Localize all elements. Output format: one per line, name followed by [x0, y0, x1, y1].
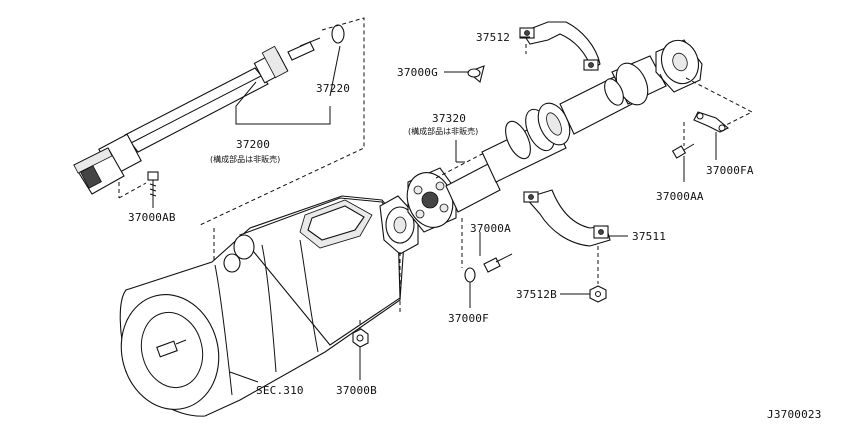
support-bracket-37511[interactable] — [523, 189, 611, 247]
washer-37000F[interactable] — [464, 267, 476, 283]
label-37512[interactable]: 37512 — [476, 31, 510, 44]
label-sec310[interactable]: SEC.310 — [256, 384, 304, 397]
label-37000G[interactable]: 37000G — [397, 66, 438, 79]
transmission-sec310[interactable] — [109, 195, 419, 420]
label-37220[interactable]: 37220 — [316, 82, 350, 95]
nut-37512B[interactable] — [589, 285, 607, 303]
label-37000AA[interactable]: 37000AA — [656, 190, 704, 203]
label-37000F[interactable]: 37000F — [448, 312, 489, 325]
label-37512B[interactable]: 37512B — [516, 288, 557, 301]
center-bearing-bracket-37512[interactable] — [519, 21, 601, 71]
label-37000B[interactable]: 37000B — [336, 384, 377, 397]
diagram-id: J3700023 — [767, 408, 822, 421]
label-37511[interactable]: 37511 — [632, 230, 666, 243]
label-37000FA[interactable]: 37000FA — [706, 164, 754, 177]
nut-37000B[interactable] — [352, 328, 369, 348]
label-37320[interactable]: 37320 — [432, 112, 466, 125]
bolt-37000A[interactable] — [483, 253, 513, 273]
label-37200[interactable]: 37200 — [236, 138, 270, 151]
washer-plate-37000FA[interactable] — [693, 111, 729, 133]
bolt-37000AA[interactable] — [671, 143, 695, 159]
assembly-boundary-37320 — [685, 77, 754, 129]
grommet-37000G[interactable] — [466, 65, 485, 83]
label-37000AB[interactable]: 37000AB — [128, 211, 176, 224]
part-labels: 37200 (構成部品は非販売) 37220 37000AB 37320 (構成… — [128, 31, 822, 421]
snap-ring-37220[interactable] — [331, 24, 345, 44]
flex-coupling-disk[interactable] — [400, 166, 460, 234]
note-37200: (構成部品は非販売) — [210, 154, 280, 164]
note-37320: (構成部品は非販売) — [408, 126, 478, 136]
leader-lines — [152, 36, 717, 383]
front-propeller-shaft[interactable] — [73, 37, 321, 195]
assembly-boundary-37200 — [118, 17, 365, 226]
rear-propeller-shaft[interactable] — [435, 35, 704, 213]
bolt-37000AB[interactable] — [147, 171, 159, 198]
label-37000A[interactable]: 37000A — [470, 222, 511, 235]
